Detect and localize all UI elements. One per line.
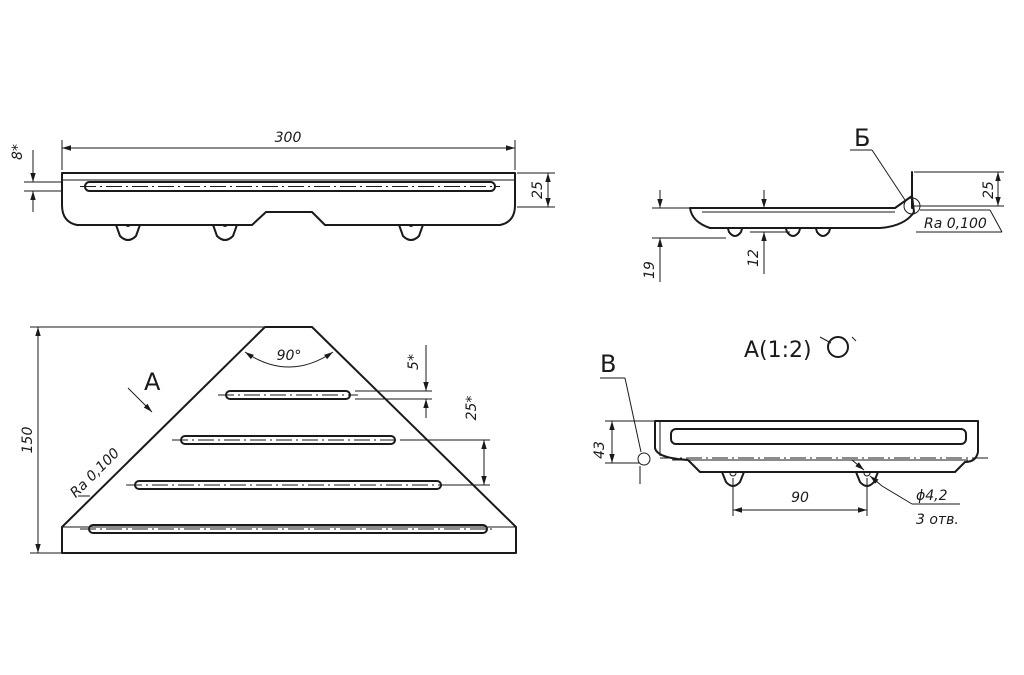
dim-slot-pitch: 25* xyxy=(464,396,480,421)
dim-height-25: 25 xyxy=(530,181,546,199)
dim-length-300: 300 xyxy=(275,130,302,146)
top-view-lug xyxy=(397,221,425,241)
dim-slot-gap: 5* xyxy=(406,354,422,370)
detail-slot xyxy=(670,428,967,445)
dim-hole-spacing: 90 xyxy=(791,490,809,506)
side-roughness: Ra 0,100 xyxy=(924,216,987,232)
dim-detail-43: 43 xyxy=(592,441,608,459)
dim-side-25: 25 xyxy=(981,181,997,199)
side-view: Б 25 Ra 0,100 19 12 xyxy=(642,124,1004,282)
detail-view: A(1:2) B 43 90 xyxy=(592,336,990,528)
dim-angle-90: 90° xyxy=(277,348,302,364)
top-view-body xyxy=(61,172,516,226)
view-label-a: A xyxy=(144,368,161,396)
hole-diameter: ϕ4,2 xyxy=(916,488,948,504)
view-label-v: B xyxy=(600,350,616,378)
detail-title: A(1:2) xyxy=(744,338,812,363)
dim-side-19: 19 xyxy=(642,261,658,279)
view-rotation-icon xyxy=(819,336,857,358)
detail-body xyxy=(654,420,979,473)
plan-view: 90° 150 5* 25* A Ra 0,100 xyxy=(20,326,517,554)
top-view: 300 25 8* xyxy=(10,130,555,241)
dim-side-12: 12 xyxy=(746,249,762,267)
dim-plan-150: 150 xyxy=(20,427,36,454)
detail-circle-v xyxy=(637,452,651,466)
view-label-b: Б xyxy=(854,124,870,152)
dim-offset-8: 8* xyxy=(10,144,26,160)
top-view-lug xyxy=(114,221,142,241)
hole-count: 3 отв. xyxy=(916,512,959,528)
top-view-lug xyxy=(211,221,239,241)
